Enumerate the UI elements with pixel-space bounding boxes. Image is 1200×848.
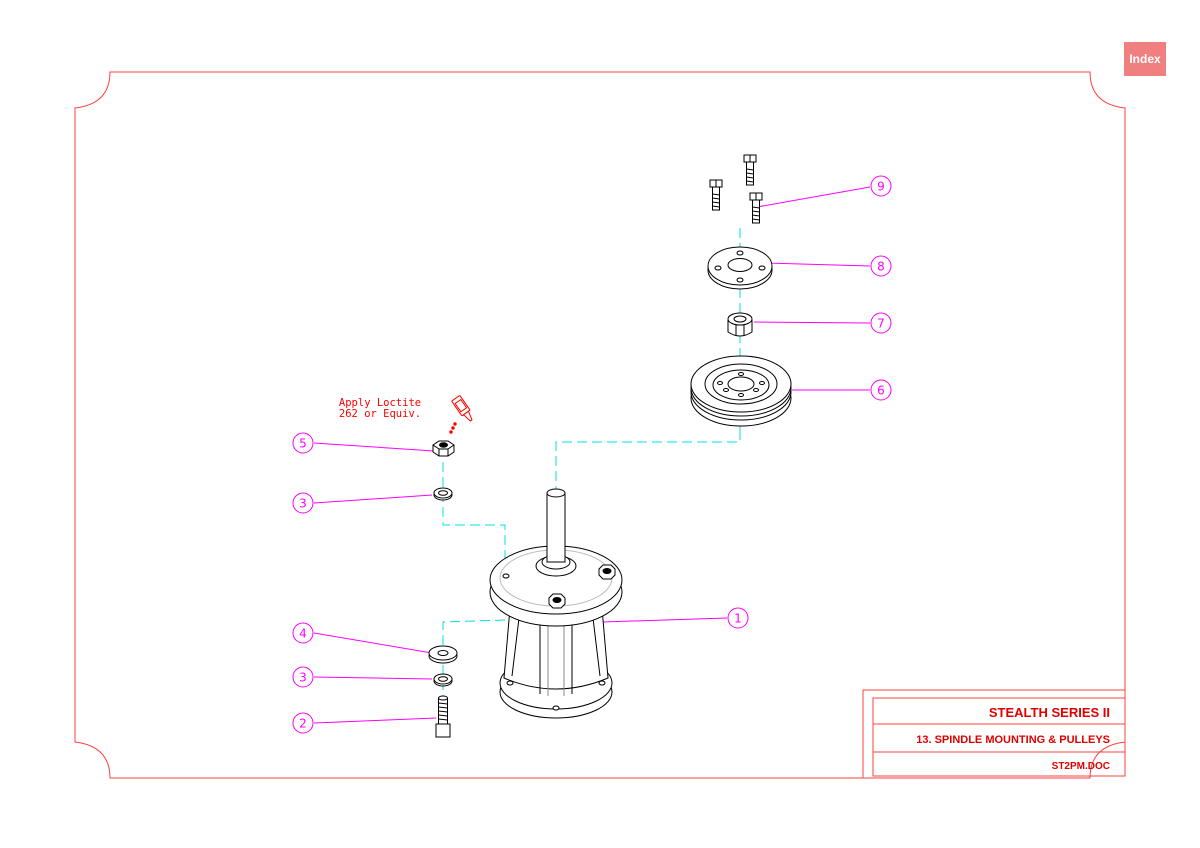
pulley-part-6 bbox=[690, 355, 792, 427]
svg-text:3: 3 bbox=[299, 497, 307, 511]
spindle-housing-part-1 bbox=[489, 488, 623, 719]
title-block: STEALTH SERIES II 13. SPINDLE MOUNTING &… bbox=[862, 689, 1126, 778]
lock-washer-part-3-upper bbox=[433, 487, 453, 501]
svg-text:3: 3 bbox=[299, 671, 307, 685]
svg-text:1: 1 bbox=[734, 612, 742, 626]
drawing-border bbox=[74, 71, 1126, 779]
lock-nut-part-5 bbox=[432, 440, 455, 457]
svg-text:5: 5 bbox=[299, 437, 307, 451]
balloon-6: 6 bbox=[870, 379, 892, 401]
balloon-4: 4 bbox=[292, 622, 314, 644]
balloon-1: 1 bbox=[727, 607, 749, 629]
taper-bushing-part-7 bbox=[727, 312, 753, 337]
loctite-bottle-icon bbox=[449, 395, 473, 434]
balloon-2: 2 bbox=[292, 712, 314, 734]
title-series: STEALTH SERIES II bbox=[989, 705, 1110, 720]
svg-text:9: 9 bbox=[877, 180, 885, 194]
balloon-3-upper: 3 bbox=[292, 492, 314, 514]
flange-plate-part-8 bbox=[707, 246, 773, 290]
svg-text:4: 4 bbox=[299, 627, 307, 641]
balloon-8: 8 bbox=[870, 255, 892, 277]
title-section: 13. SPINDLE MOUNTING & PULLEYS bbox=[916, 734, 1110, 746]
index-button[interactable]: Index bbox=[1124, 42, 1166, 76]
lock-washer-part-3-lower bbox=[433, 673, 453, 687]
bolts-part-9 bbox=[709, 154, 763, 224]
flat-washer-part-4 bbox=[428, 645, 458, 664]
title-file: ST2PM.DOC bbox=[1052, 761, 1110, 772]
svg-text:7: 7 bbox=[877, 317, 885, 331]
cap-screw-part-2 bbox=[435, 695, 451, 738]
balloon-7: 7 bbox=[870, 312, 892, 334]
balloon-9: 9 bbox=[870, 175, 892, 197]
loctite-note-line2: 262 or Equiv. bbox=[339, 408, 421, 420]
leader-lines bbox=[313, 186, 871, 724]
loctite-note-line1: Apply Loctite bbox=[339, 397, 421, 409]
svg-text:8: 8 bbox=[877, 260, 885, 274]
balloon-5: 5 bbox=[292, 432, 314, 454]
svg-text:2: 2 bbox=[299, 717, 307, 731]
balloon-3-lower: 3 bbox=[292, 666, 314, 688]
svg-text:6: 6 bbox=[877, 384, 885, 398]
